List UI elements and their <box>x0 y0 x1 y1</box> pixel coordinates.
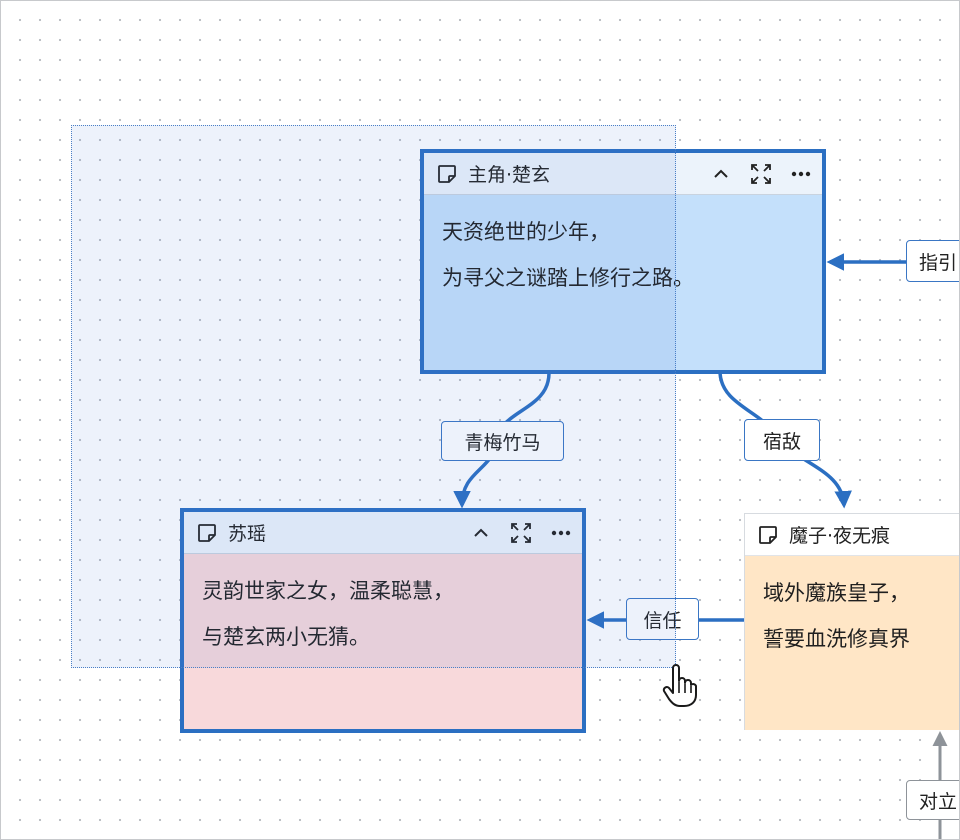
card-line: 为寻父之谜踏上修行之路。 <box>442 266 694 290</box>
edge-label-zhiyin[interactable]: 指引 <box>906 240 960 282</box>
node-card-mozi[interactable]: 魔子·夜无痕 域外魔族皇子， 誓要血洗修真界 <box>744 513 960 730</box>
card-header[interactable]: 主角·楚玄 <box>424 153 822 195</box>
card-line: 誓要血洗修真界 <box>763 627 910 651</box>
card-body[interactable]: 天资绝世的少年， 为寻父之谜踏上修行之路。 <box>424 195 822 370</box>
more-icon[interactable] <box>548 520 574 546</box>
card-line: 域外魔族皇子， <box>763 581 910 605</box>
edge-label-sudi[interactable]: 宿敌 <box>744 419 820 461</box>
card-body[interactable]: 灵韵世家之女，温柔聪慧， 与楚玄两小无猜。 <box>184 554 582 729</box>
hand-pointer-icon <box>662 664 698 712</box>
card-line: 灵韵世家之女，温柔聪慧， <box>202 579 454 603</box>
edge-label-qingmei[interactable]: 青梅竹马 <box>441 421 564 461</box>
card-title: 魔子·夜无痕 <box>789 525 891 547</box>
card-line: 天资绝世的少年， <box>442 220 610 244</box>
sticky-note-icon <box>196 522 218 544</box>
node-card-protagonist[interactable]: 主角·楚玄 天资绝世的少年， 为寻父之谜踏上修行之路。 <box>420 149 826 374</box>
edge-label-xinren[interactable]: 信任 <box>626 598 699 640</box>
chevron-up-icon[interactable] <box>468 520 494 546</box>
chevron-up-icon[interactable] <box>708 161 734 187</box>
edge-label-duili[interactable]: 对立 <box>906 780 960 820</box>
card-header[interactable]: 魔子·夜无痕 <box>745 514 960 556</box>
expand-icon[interactable] <box>748 161 774 187</box>
card-header[interactable]: 苏瑶 <box>184 512 582 554</box>
sticky-note-icon <box>436 163 458 185</box>
card-line: 与楚玄两小无猜。 <box>202 625 370 649</box>
more-icon[interactable] <box>788 161 814 187</box>
sticky-note-icon <box>757 524 779 546</box>
expand-icon[interactable] <box>508 520 534 546</box>
card-title: 苏瑶 <box>228 523 267 545</box>
card-title: 主角·楚玄 <box>468 164 551 186</box>
node-card-suyao[interactable]: 苏瑶 灵韵世家之女，温柔聪慧， 与楚玄两小无猜。 <box>180 508 586 733</box>
card-body[interactable]: 域外魔族皇子， 誓要血洗修真界 <box>745 556 960 730</box>
